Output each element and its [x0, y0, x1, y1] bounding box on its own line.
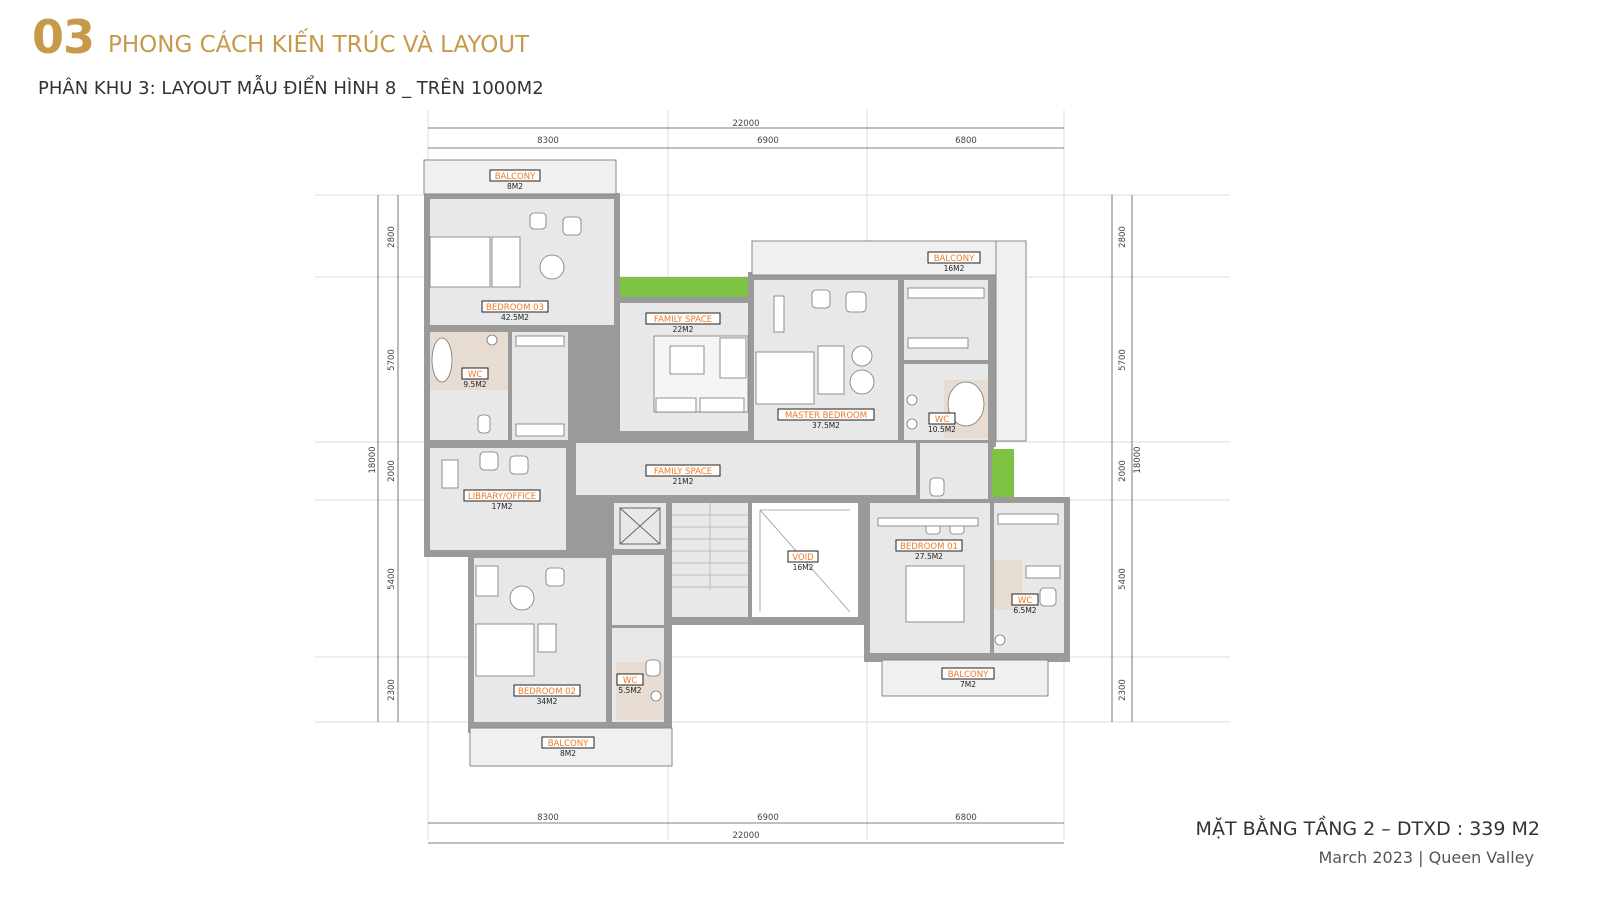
lift-shaft [619, 507, 661, 545]
dim-left-seg-4: 5400 [387, 568, 397, 590]
label-wc-bedroom01: WC 6.5M2 [1011, 593, 1039, 615]
label-family-space-top: FAMILY SPACE 22M2 [645, 312, 721, 334]
page-subtitle: PHÂN KHU 3: LAYOUT MẪU ĐIỂN HÌNH 8 _ TRÊ… [38, 78, 544, 99]
section-number: 03 [32, 10, 95, 64]
svg-text:BEDROOM 01: BEDROOM 01 [900, 542, 958, 552]
svg-text:10.5M2: 10.5M2 [928, 425, 956, 434]
svg-text:BEDROOM 02: BEDROOM 02 [518, 687, 576, 697]
toilet-bedroom02 [645, 659, 661, 677]
svg-text:WC: WC [623, 676, 637, 686]
bed-bedroom02 [475, 623, 535, 677]
family-space-mid-floor [576, 443, 916, 495]
dim-right-total: 18000 [1133, 446, 1143, 473]
label-wc-master: WC 10.5M2 [928, 412, 956, 434]
svg-text:VOID: VOID [792, 553, 814, 563]
bed-bedroom03 [429, 236, 491, 288]
svg-text:42.5M2: 42.5M2 [501, 313, 529, 322]
dim-right-seg-1: 2800 [1118, 226, 1128, 248]
closet-left-floor [512, 332, 568, 440]
svg-text:6.5M2: 6.5M2 [1013, 606, 1036, 615]
planter-right [992, 449, 1014, 497]
svg-text:WC: WC [1018, 596, 1032, 606]
dim-right-seg-2: 5700 [1118, 349, 1128, 371]
svg-text:MASTER BEDROOM: MASTER BEDROOM [785, 411, 867, 421]
dim-left-seg-5: 2300 [387, 679, 397, 701]
svg-text:37.5M2: 37.5M2 [812, 421, 840, 430]
label-balcony-bottom-right: BALCONY 7M2 [941, 667, 995, 689]
label-balcony-top-left: BALCONY 8M2 [489, 169, 541, 191]
bathtub-left [431, 337, 453, 383]
label-bedroom-03: BEDROOM 03 42.5M2 [481, 300, 549, 322]
table-bedroom03 [539, 254, 565, 280]
plan-title: MẶT BẰNG TẦNG 2 – DTXD : 339 M2 [1195, 818, 1540, 840]
svg-text:BALCONY: BALCONY [495, 172, 536, 182]
svg-text:BEDROOM 03: BEDROOM 03 [486, 303, 544, 313]
label-balcony-bottom-left: BALCONY 8M2 [541, 736, 595, 758]
toilet-bedroom01 [1039, 587, 1057, 607]
svg-text:WC: WC [935, 415, 949, 425]
label-bedroom-01: BEDROOM 01 27.5M2 [895, 539, 963, 561]
svg-text:8M2: 8M2 [560, 749, 576, 758]
dim-right-seg-4: 5400 [1118, 568, 1128, 590]
svg-text:FAMILY SPACE: FAMILY SPACE [654, 467, 712, 477]
bed-master [755, 351, 815, 405]
svg-text:22M2: 22M2 [673, 325, 694, 334]
stair-treads [672, 503, 748, 590]
svg-text:7M2: 7M2 [960, 680, 976, 689]
label-wc-left: WC 9.5M2 [461, 367, 489, 389]
dim-left-seg-3: 2000 [387, 460, 397, 482]
section-title: PHONG CÁCH KIẾN TRÚC VÀ LAYOUT [108, 32, 530, 58]
storage-bedroom02-floor [612, 555, 664, 625]
furniture [429, 212, 1061, 702]
svg-text:16M2: 16M2 [944, 264, 965, 273]
svg-text:LIBRARY/OFFICE: LIBRARY/OFFICE [468, 492, 536, 502]
label-master-bedroom: MASTER BEDROOM 37.5M2 [777, 408, 875, 430]
bed-bedroom01 [905, 565, 965, 623]
room-labels: BALCONY 8M2 BEDROOM 03 42.5M2 WC 9.5M2 L… [461, 169, 1039, 758]
svg-text:16M2: 16M2 [793, 563, 814, 572]
dim-left-total: 18000 [368, 446, 378, 473]
dim-right-seg-3: 2000 [1118, 460, 1128, 482]
sofa-bedroom03 [491, 236, 521, 288]
label-balcony-top-right: BALCONY 16M2 [927, 251, 981, 273]
planter-top [620, 277, 748, 297]
label-void: VOID 16M2 [787, 550, 819, 572]
coffee-table [669, 345, 705, 375]
label-family-space-mid: FAMILY SPACE 21M2 [645, 464, 721, 486]
dim-bottom-seg-3: 6800 [955, 813, 977, 823]
dim-left-seg-2: 5700 [387, 349, 397, 371]
dim-bottom-seg-1: 8300 [537, 813, 559, 823]
dim-bottom-seg-2: 6900 [757, 813, 779, 823]
svg-text:BALCONY: BALCONY [948, 670, 989, 680]
label-bedroom-02: BEDROOM 02 34M2 [513, 684, 581, 706]
plan-date: March 2023 | Queen Valley [1318, 848, 1535, 867]
dimension-lines [377, 127, 1133, 844]
label-library: LIBRARY/OFFICE 17M2 [463, 489, 541, 511]
svg-text:FAMILY SPACE: FAMILY SPACE [654, 315, 712, 325]
dim-bottom-total: 22000 [732, 831, 759, 841]
svg-text:5.5M2: 5.5M2 [618, 686, 641, 695]
svg-text:17M2: 17M2 [492, 502, 513, 511]
bathtub-master [947, 381, 985, 427]
dim-top-seg-1: 8300 [537, 136, 559, 146]
dim-top-seg-2: 6900 [757, 136, 779, 146]
svg-text:27.5M2: 27.5M2 [915, 552, 943, 561]
svg-text:34M2: 34M2 [537, 697, 558, 706]
dim-top-total: 22000 [732, 119, 759, 129]
label-wc-bedroom02: WC 5.5M2 [616, 673, 644, 695]
toilet-master [929, 477, 945, 497]
svg-text:BALCONY: BALCONY [934, 254, 975, 264]
svg-text:21M2: 21M2 [673, 477, 694, 486]
dim-left-seg-1: 2800 [387, 226, 397, 248]
dim-top-seg-3: 6800 [955, 136, 977, 146]
svg-text:WC: WC [468, 370, 482, 380]
svg-text:8M2: 8M2 [507, 182, 523, 191]
dim-right-seg-5: 2300 [1118, 679, 1128, 701]
svg-text:9.5M2: 9.5M2 [463, 380, 486, 389]
toilet-left [477, 414, 491, 434]
svg-text:BALCONY: BALCONY [548, 739, 589, 749]
